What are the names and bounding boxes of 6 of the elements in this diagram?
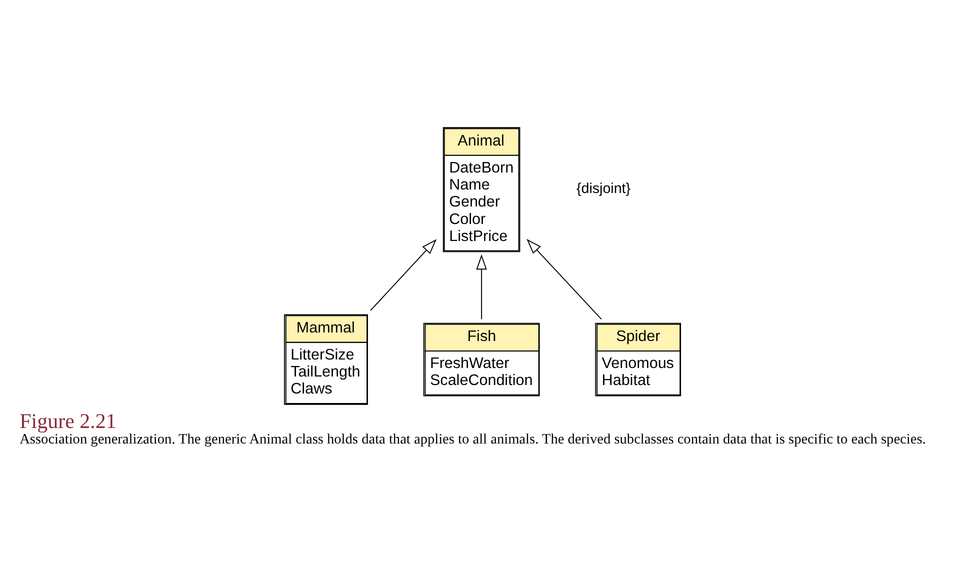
arrow bbox=[476, 254, 487, 320]
caption: Association generalization. The generic Animal class holds data that applies to all animals. The derived subclasses contain data that is specific to each species. bbox=[20, 431, 926, 448]
arrow bbox=[526, 238, 602, 320]
arrow bbox=[370, 238, 437, 310]
label: {disjoint} bbox=[576, 180, 631, 197]
diagram-title: Figure 2.21 bbox=[20, 408, 116, 432]
